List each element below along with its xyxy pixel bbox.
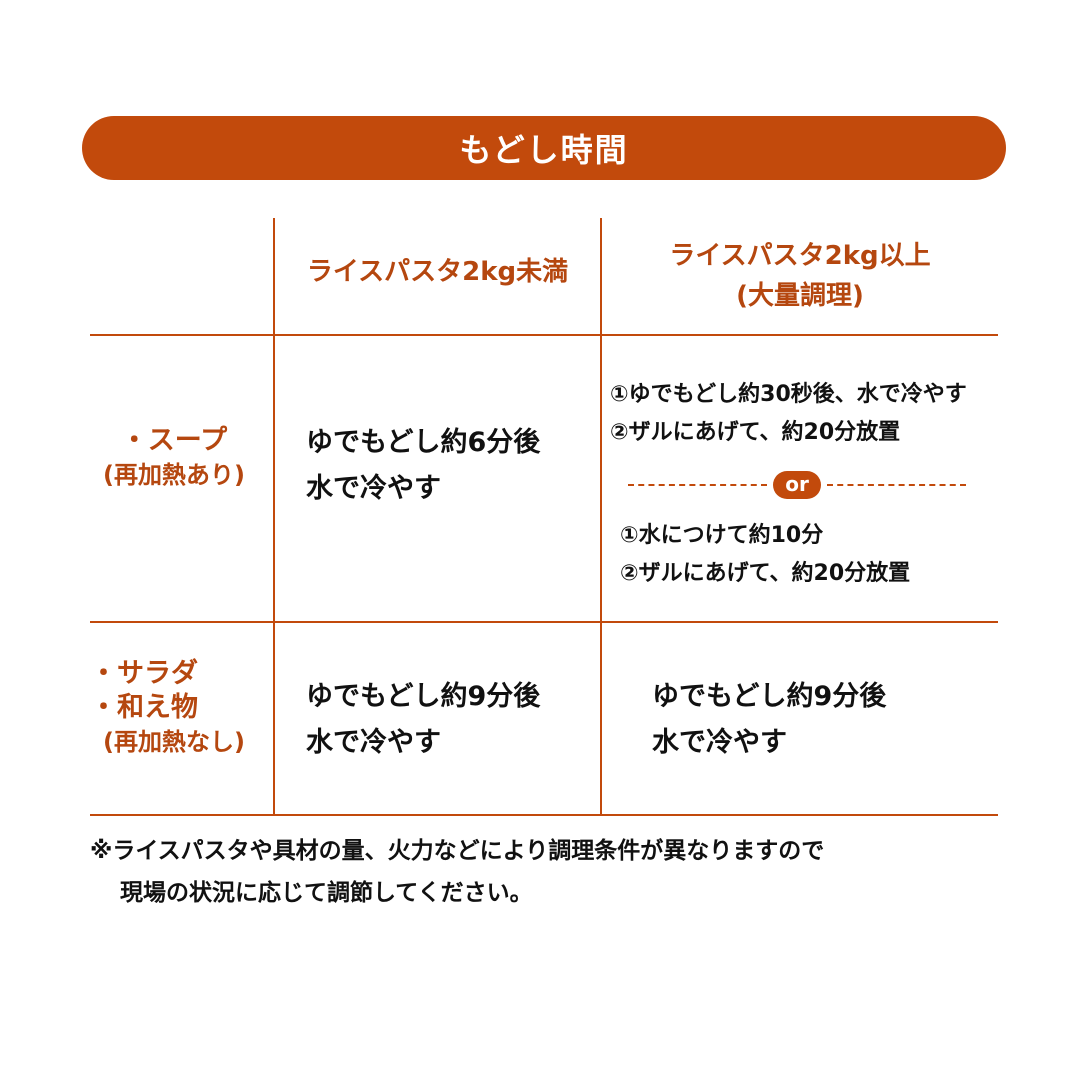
cell-line: ゆでもどし約9分後 — [652, 681, 887, 712]
footnote: ※ライスパスタや具材の量、火力などにより調理条件が異なりますので 現場の状況に応… — [90, 830, 824, 914]
step-item: ①ゆでもどし約30秒後、水で冷やす — [610, 382, 967, 407]
row-label-salad: ・サラダ ・和え物 (再加熱なし) — [76, 657, 272, 759]
page-title: もどし時間 — [459, 131, 629, 169]
cell-salad-under-2kg: ゆでもどし約9分後 水で冷やす — [306, 674, 540, 766]
column-divider-1 — [273, 218, 275, 816]
cell-salad-over-2kg: ゆでもどし約9分後 水で冷やす — [652, 674, 886, 766]
cell-line: ゆでもどし約9分後 — [306, 681, 541, 712]
row-divider-bottom — [90, 814, 998, 816]
or-separator: or — [628, 470, 967, 500]
row-divider-header — [90, 334, 998, 336]
dashed-line-right — [826, 484, 967, 486]
cell-line: ゆでもどし約6分後 — [306, 427, 541, 458]
cell-line: 水で冷やす — [306, 473, 441, 504]
row-label-soup-main: ・スープ — [120, 425, 228, 456]
dashed-line-left — [628, 484, 768, 486]
cell-soup-over-2kg-option-a: ①ゆでもどし約30秒後、水で冷やす ②ザルにあげて、約20分放置 — [610, 376, 967, 452]
column-header-over-2kg: ライスパスタ2kg以上 (大量調理) — [602, 236, 998, 316]
cell-soup-under-2kg: ゆでもどし約6分後 水で冷やす — [306, 420, 540, 512]
footnote-line1: ※ライスパスタや具材の量、火力などにより調理条件が異なりますので — [90, 838, 825, 864]
column-header-over-2kg-line2: (大量調理) — [736, 281, 864, 311]
column-divider-2 — [600, 218, 602, 816]
row-label-soup-sub: (再加熱あり) — [103, 461, 245, 489]
cell-line: 水で冷やす — [652, 727, 787, 758]
row-label-salad-main1: ・サラダ — [90, 658, 198, 689]
row-label-soup: ・スープ (再加熱あり) — [76, 424, 272, 492]
row-label-salad-main2: ・和え物 — [90, 692, 198, 723]
step-item: ②ザルにあげて、約20分放置 — [610, 420, 901, 445]
or-badge: or — [773, 471, 821, 499]
column-header-over-2kg-line1: ライスパスタ2kg以上 — [669, 241, 931, 271]
row-label-salad-sub: (再加熱なし) — [103, 728, 245, 756]
footnote-line2: 現場の状況に応じて調節してください。 — [120, 880, 533, 906]
row-divider-middle — [90, 621, 998, 623]
column-header-under-2kg: ライスパスタ2kg未満 — [306, 257, 569, 287]
title-banner: もどし時間 — [82, 116, 1006, 180]
cell-soup-over-2kg-option-b: ①水につけて約10分 ②ザルにあげて、約20分放置 — [620, 517, 910, 593]
step-item: ①水につけて約10分 — [620, 523, 824, 548]
cell-line: 水で冷やす — [306, 727, 441, 758]
step-item: ②ザルにあげて、約20分放置 — [620, 561, 911, 586]
